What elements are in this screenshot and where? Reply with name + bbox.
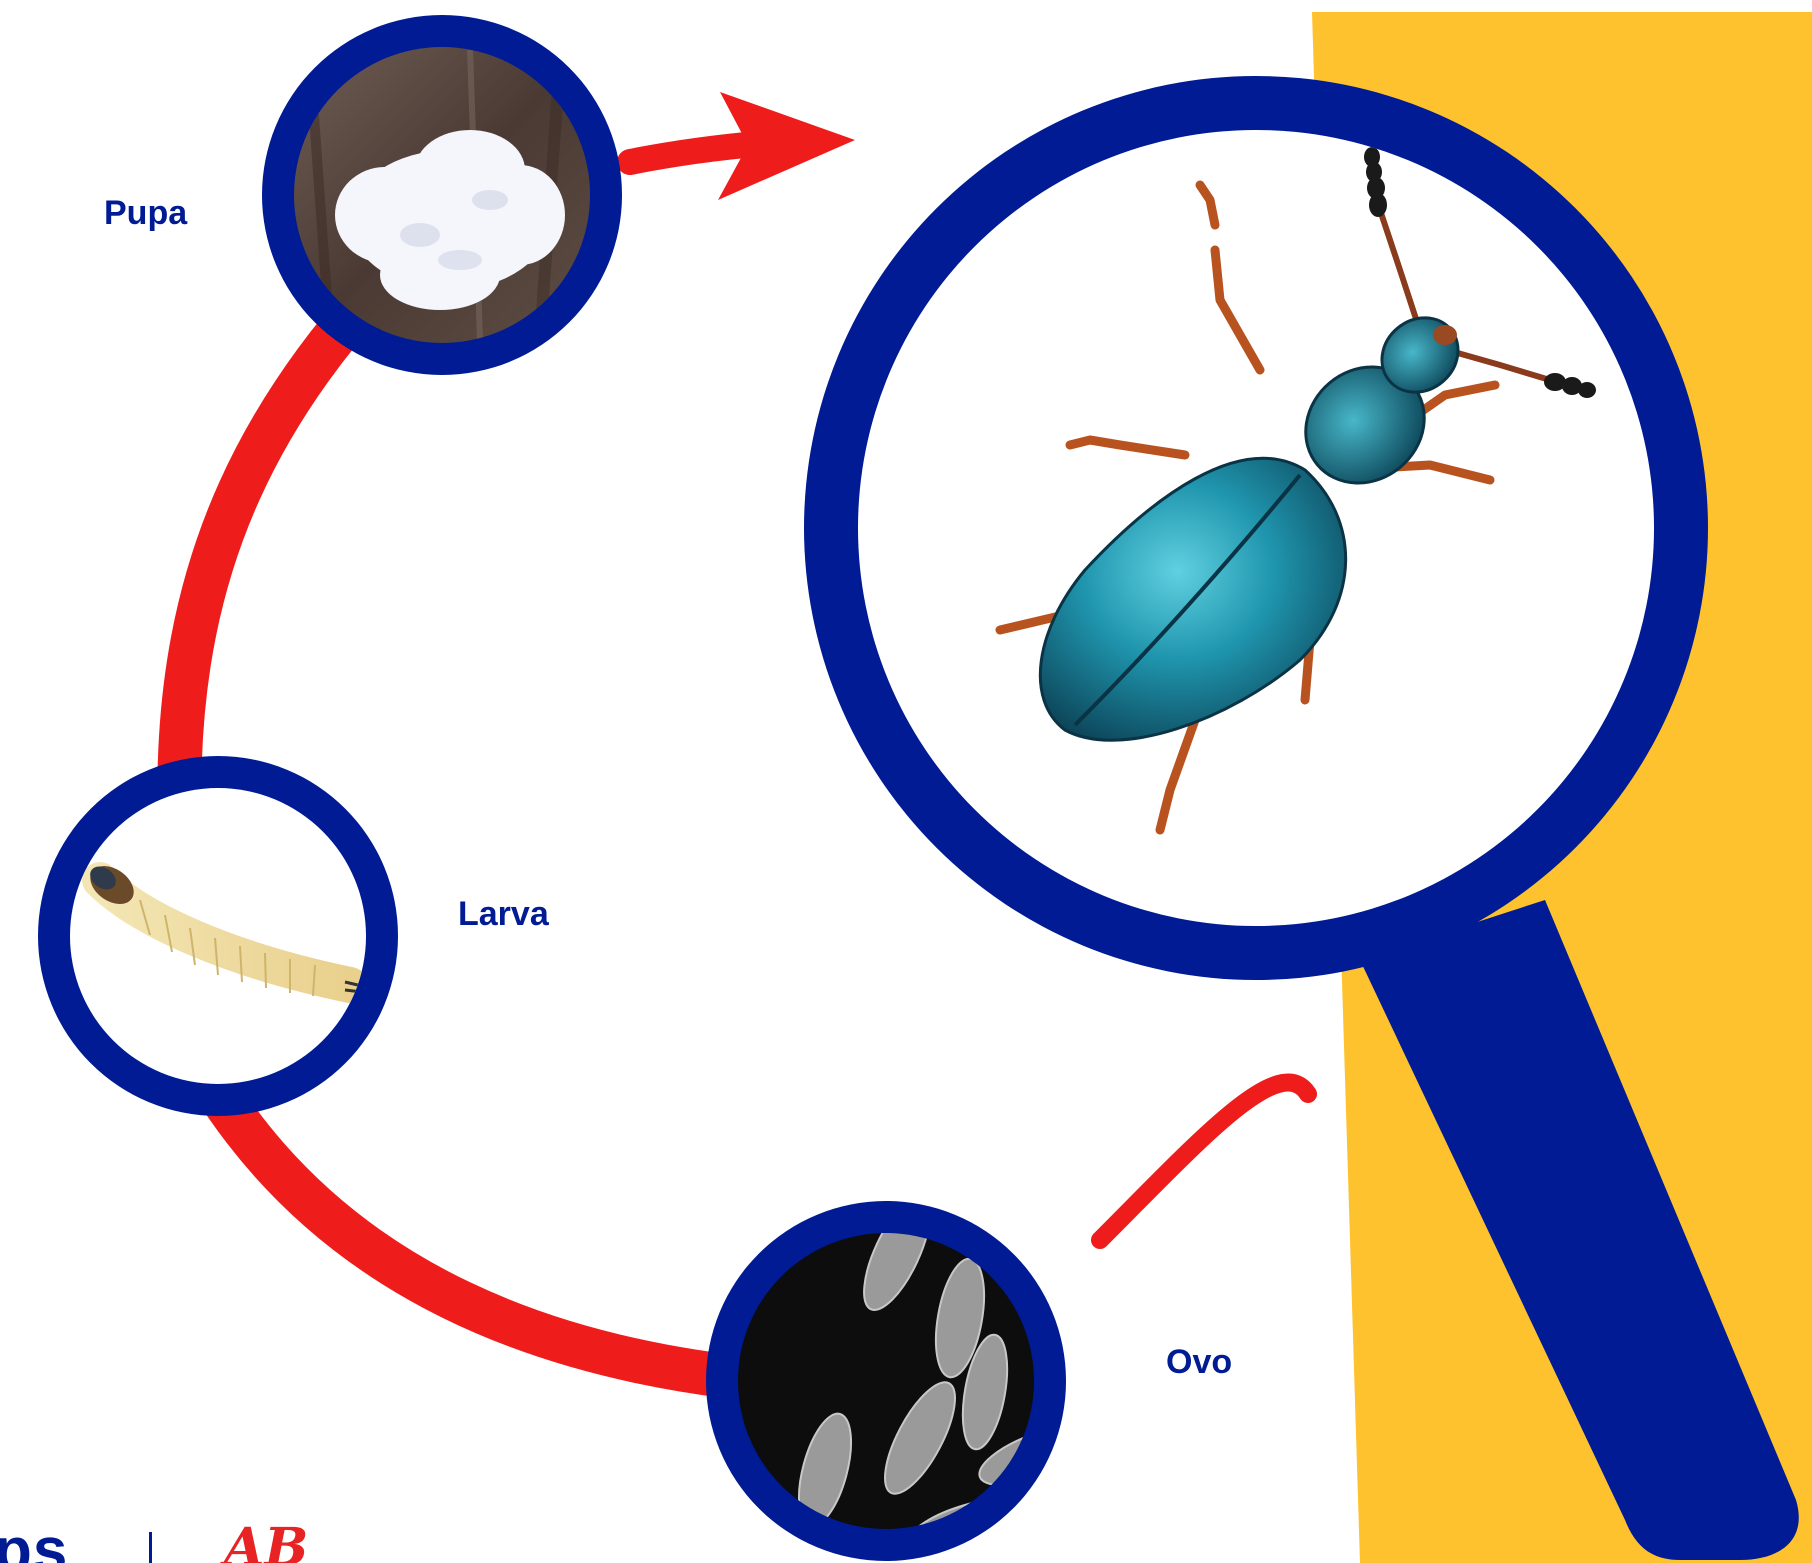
brand-logo-left: ps (0, 1520, 68, 1563)
logo-divider (149, 1532, 152, 1563)
pupa-image (294, 47, 590, 343)
brand-logo-right: AB (224, 1522, 308, 1563)
stage-label-pupa: Pupa (104, 196, 187, 230)
stage-label-larva: Larva (458, 897, 549, 931)
stage-label-ovo: Ovo (1166, 1345, 1232, 1379)
cycle-arc-bottom-right (1100, 1083, 1308, 1240)
